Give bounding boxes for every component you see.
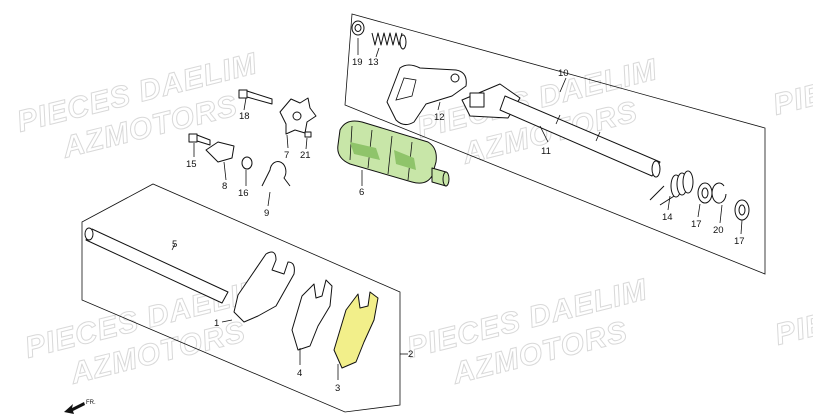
upper-assembly-frame <box>344 13 766 275</box>
watermark-partial: PIE <box>770 77 813 121</box>
part-9-spring <box>261 161 291 187</box>
part-1-shift-fork <box>233 251 295 323</box>
callout-15: 15 <box>186 159 197 170</box>
part-12-hole <box>450 73 460 83</box>
callout-19: 19 <box>352 57 363 68</box>
front-direction-arrow: FR. <box>64 400 96 414</box>
callout-2: 2 <box>408 349 413 360</box>
callout-6: 6 <box>359 187 364 198</box>
part-6-shift-drum <box>337 120 450 187</box>
callout-4: 4 <box>297 368 302 379</box>
callout-numbers: 19 13 10 12 11 18 7 21 15 8 16 9 6 5 1 4… <box>172 57 745 394</box>
callout-9: 9 <box>264 208 269 219</box>
part-18-bolt <box>238 89 273 105</box>
callout-11: 11 <box>541 146 551 157</box>
callout-12: 12 <box>434 112 445 123</box>
callout-20: 20 <box>713 225 724 236</box>
part-12-slot <box>395 77 417 101</box>
lower-assembly-frame <box>81 183 401 413</box>
direction-label: FR. <box>86 400 96 406</box>
part-13-spring <box>371 31 407 50</box>
part-15-bolt <box>188 133 211 146</box>
part-20-circlip <box>711 182 727 204</box>
callout-7: 7 <box>284 150 289 161</box>
part-12-plate <box>386 64 467 126</box>
callout-14: 14 <box>662 212 673 223</box>
part-17-washer-2 <box>734 199 750 221</box>
part-19-clip <box>351 20 365 36</box>
callout-18: 18 <box>239 111 250 122</box>
callout-21: 21 <box>300 150 311 161</box>
part-11-shift-shaft <box>461 83 661 178</box>
callout-8: 8 <box>222 181 227 192</box>
callout-1: 1 <box>214 318 219 329</box>
callout-3: 3 <box>335 383 340 394</box>
part-5-fork-shaft <box>84 227 229 304</box>
part-14-return-spring <box>649 170 694 206</box>
part-16-collar <box>241 156 253 170</box>
part-17-washer <box>697 182 713 204</box>
callout-5: 5 <box>172 239 177 250</box>
callout-17: 17 <box>691 219 702 230</box>
part-4-shift-fork <box>291 279 333 351</box>
callout-10: 10 <box>558 68 569 79</box>
part-8-stopper-arm <box>205 141 235 163</box>
callout-13: 13 <box>368 57 379 68</box>
part-21-pin <box>304 131 312 138</box>
watermark-partial: PIE <box>772 307 813 351</box>
callout-16: 16 <box>238 188 249 199</box>
callout-17-second: 17 <box>734 236 745 247</box>
part-3-shift-fork <box>333 291 379 369</box>
leader-lines <box>171 38 743 380</box>
